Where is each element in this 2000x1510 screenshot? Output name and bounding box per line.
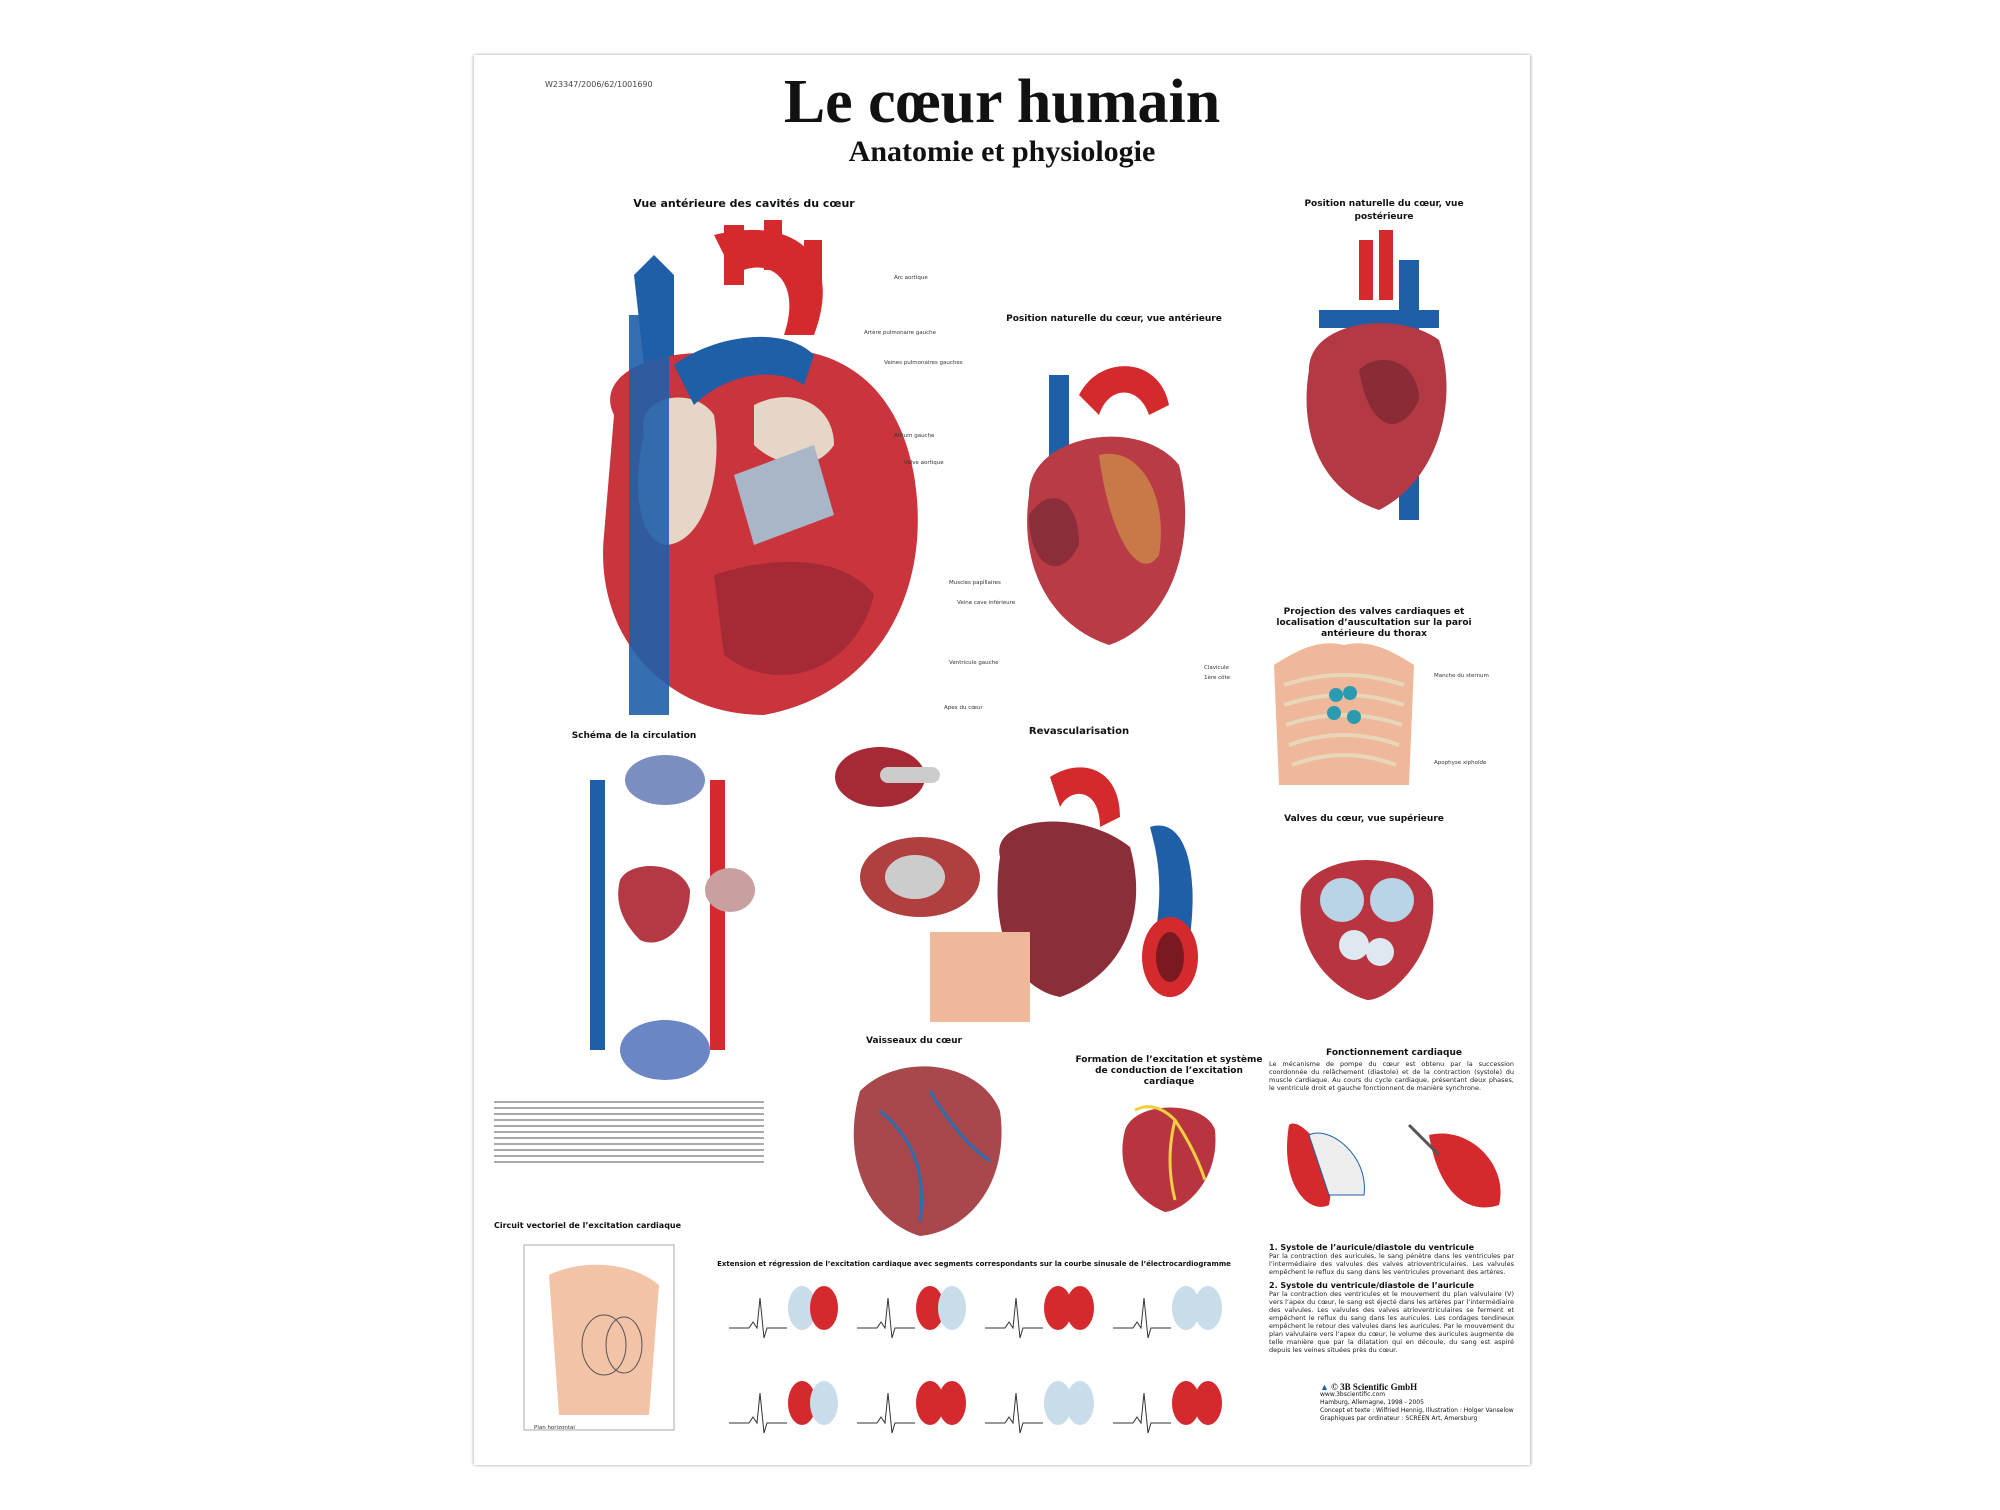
ecg-step: [1113, 1381, 1222, 1434]
section-title-vector: Circuit vectoriel de l’excitation cardia…: [494, 1221, 682, 1230]
ecg-step: [857, 1381, 966, 1434]
section-title-valves-top: Valves du cœur, vue supérieure: [1284, 814, 1444, 824]
label: Apex du cœur: [944, 705, 983, 711]
phase2-title: 2. Systole du ventricule/diastole de l’a…: [1269, 1281, 1474, 1290]
ecg-step: [729, 1381, 838, 1434]
ecg-step: [857, 1286, 966, 1339]
section-title-projection: Projection des valves cardiaques et loca…: [1276, 607, 1472, 639]
section-title-revascularisation: Revascularisation: [1028, 726, 1130, 737]
section-title-anterior-view: Position naturelle du cœur, vue antérieu…: [1006, 314, 1222, 324]
heart-vessels-illustration: [853, 1066, 1002, 1236]
section-title-posterior-view: Position naturelle du cœur, vue postérie…: [1304, 199, 1464, 222]
company-name: © 3B Scientific GmbH: [1331, 1382, 1418, 1392]
phase1-title: 1. Systole de l’auricule/diastole du ven…: [1269, 1243, 1474, 1252]
label: 1ère côte: [1204, 675, 1231, 681]
credits-graphics: Graphiques par ordinateur : SCREEN Art, …: [1320, 1415, 1478, 1422]
section-title-vessels: Vaisseaux du cœur: [866, 1036, 962, 1046]
phase1-text: Par la contraction des auricules, le san…: [1269, 1252, 1514, 1276]
label: Apophyse xiphoïde: [1434, 760, 1487, 766]
poster-code: W23347/2006/62/1001690: [545, 80, 653, 89]
label: Veine cave inférieure: [957, 600, 1016, 606]
3b-logo-icon: ▲: [1320, 1382, 1332, 1392]
heart-cavities-illustration: [603, 220, 918, 715]
label: Manche du sternum: [1434, 673, 1489, 679]
website-link[interactable]: www.3bscientific.com: [1320, 1391, 1386, 1398]
heart-posterior-illustration: [1306, 230, 1447, 520]
circulation-description-text: [494, 1097, 764, 1167]
credits-concept: Concept et texte : Wilfried Hennig, Illu…: [1320, 1407, 1514, 1414]
revascularisation-illustration: [835, 747, 1198, 1022]
valves-top-illustration: [1300, 860, 1434, 1000]
label: Atrium gauche: [894, 433, 935, 439]
section-title-ecg: Extension et régression de l’excitation …: [717, 1260, 1231, 1268]
label: Arc aortique: [894, 275, 928, 281]
credits: ▲ © 3B Scientific GmbH www.3bscientific.…: [1320, 1383, 1520, 1423]
function-text: Le mécanisme de pompe du cœur est obtenu…: [1269, 1060, 1514, 1092]
ecg-step: [985, 1381, 1094, 1434]
section-title-circulation: Schéma de la circulation: [571, 731, 697, 741]
ecg-step: [729, 1286, 838, 1339]
label: Muscles papillaires: [949, 580, 1001, 586]
label: Veines pulmonaires gauches: [884, 360, 963, 366]
ecg-step: [985, 1286, 1094, 1339]
ecg-step: [1113, 1286, 1222, 1339]
label: Valve aortique: [904, 460, 944, 466]
poster: W23347/2006/62/1001690 Le cœur humain An…: [474, 55, 1530, 1465]
credits-place: Hamburg, Allemagne, 1998 - 2005: [1320, 1399, 1424, 1406]
heart-function-illustration: [1287, 1123, 1501, 1208]
ecg-sequence-illustration: [729, 1286, 1222, 1434]
vector-torso-illustration: [523, 1244, 675, 1431]
phases-text: 1. Systole de l’auricule/diastole du ven…: [1269, 1243, 1514, 1354]
label: Artère pulmonaire gauche: [864, 330, 936, 336]
poster-title: Le cœur humain: [783, 68, 1221, 136]
heart-anterior-illustration: [1027, 366, 1186, 645]
section-title-function: Fonctionnement cardiaque: [1326, 1048, 1462, 1058]
section-title-conduction: Formation de l’excitation et système de …: [1075, 1055, 1263, 1087]
label: Clavicule: [1204, 665, 1229, 671]
phase2-text: Par la contraction des ventricules et le…: [1269, 1290, 1514, 1354]
section-title-anterior-cavities: Vue antérieure des cavités du cœur: [633, 197, 855, 210]
conduction-system-illustration: [1122, 1105, 1216, 1212]
thorax-illustration: [1274, 643, 1414, 785]
label: Plan horizontal: [534, 1425, 575, 1431]
circulation-diagram: [590, 755, 755, 1080]
poster-subtitle: Anatomie et physiologie: [848, 135, 1156, 168]
label: Ventricule gauche: [949, 660, 999, 666]
